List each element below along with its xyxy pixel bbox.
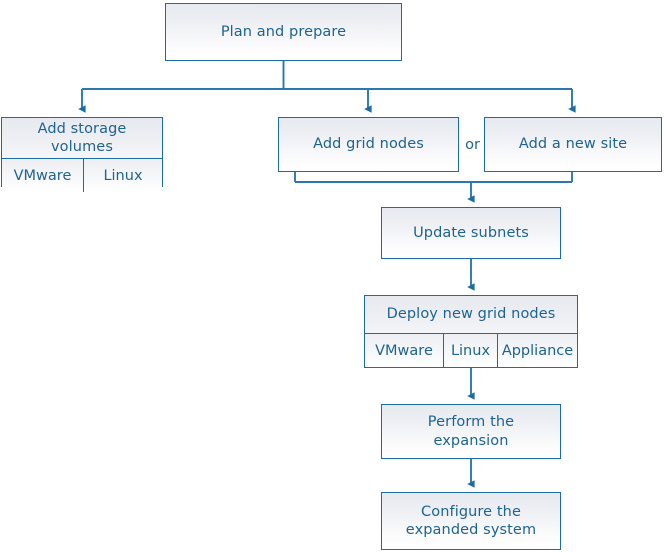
node-perform-the-expansion[interactable]: Perform the expansion [381,404,561,459]
node-label-add-storage-volumes: Add storage volumes [37,121,127,156]
node-deploy-new-grid-nodes[interactable]: Deploy new grid nodes VMware Linux Appli… [364,295,578,368]
subcell-row-deploy-new-grid-nodes: VMware Linux Appliance [365,333,577,367]
node-label-plan-and-prepare: Plan and prepare [220,23,347,40]
node-label-perform-the-expansion: Perform the expansion [427,414,515,449]
subcell-appliance[interactable]: Appliance [497,334,577,367]
node-configure-the-expanded-system[interactable]: Configure the expanded system [381,492,561,550]
node-label-add-a-new-site: Add a new site [518,136,628,153]
subcell-linux[interactable]: Linux [83,159,162,193]
subcell-vmware[interactable]: VMware [2,159,83,193]
subcell-vmware[interactable]: VMware [365,334,443,367]
or-connector-label: or [465,136,480,153]
node-label-update-subnets: Update subnets [413,224,529,241]
subcell-linux[interactable]: Linux [443,334,497,367]
node-add-grid-nodes[interactable]: Add grid nodes [278,117,459,172]
node-add-a-new-site[interactable]: Add a new site [484,117,662,172]
node-label-configure-the-expanded-system: Configure the expanded system [405,503,537,538]
node-plan-and-prepare[interactable]: Plan and prepare [165,3,402,61]
node-label-add-grid-nodes: Add grid nodes [313,136,424,153]
node-add-storage-volumes[interactable]: Add storage volumes VMware Linux [1,117,163,193]
subcell-row-add-storage-volumes: VMware Linux [2,158,162,193]
node-update-subnets[interactable]: Update subnets [381,207,561,259]
node-label-deploy-new-grid-nodes: Deploy new grid nodes [386,306,556,323]
